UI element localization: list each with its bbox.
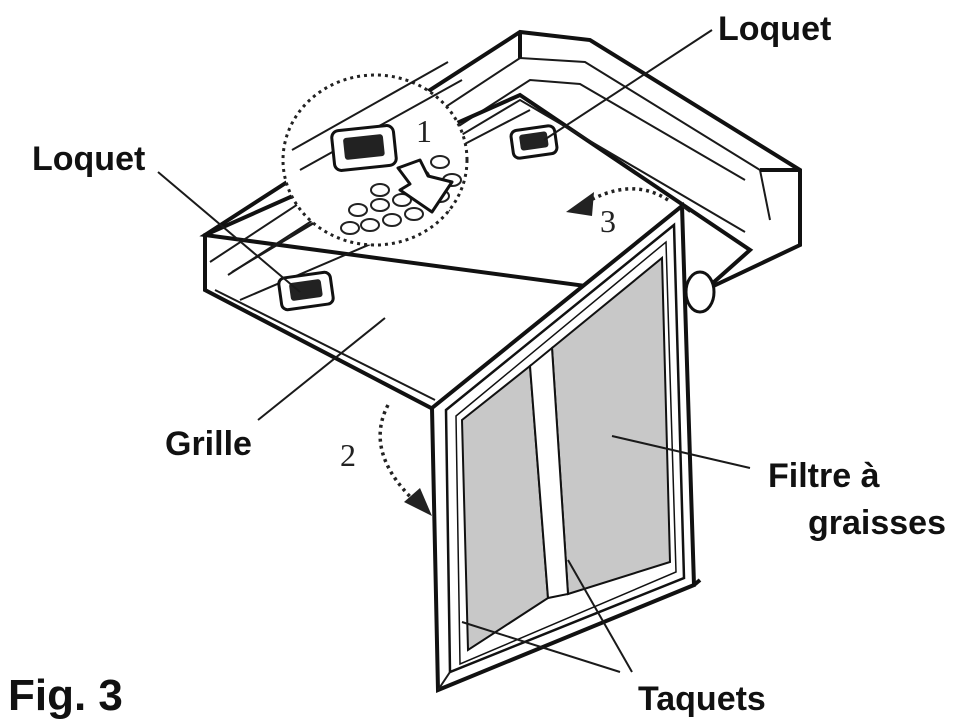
filter-divider xyxy=(528,345,570,600)
leader-loquet-top xyxy=(543,29,713,141)
hood-knob xyxy=(684,270,716,314)
arrow-step-2 xyxy=(378,404,432,516)
figure-caption: Fig. 3 xyxy=(8,671,123,720)
step-number-1: 1 xyxy=(416,113,432,149)
step-number-2: 2 xyxy=(340,437,356,473)
filter-tab-rail xyxy=(437,671,451,691)
label-filtre-line2: graisses xyxy=(808,504,946,542)
label-taquets: Taquets xyxy=(638,680,766,718)
grease-filter xyxy=(429,201,702,693)
label-filtre-line1: Filtre à xyxy=(768,457,880,495)
arrow-step-3 xyxy=(566,187,669,216)
latch-left xyxy=(277,270,335,312)
leader-loquet-left xyxy=(157,171,301,293)
filter-side-thickness xyxy=(692,578,702,587)
leader-grille xyxy=(257,317,386,421)
label-grille: Grille xyxy=(165,425,252,463)
leader-filtre xyxy=(611,435,751,469)
latch-detail xyxy=(330,124,398,172)
detail-zoom-circle xyxy=(281,61,469,247)
grille-front-edge xyxy=(214,289,436,401)
leader-taquets-1 xyxy=(461,621,621,673)
filter-edge-right xyxy=(681,205,691,213)
label-loquet-left: Loquet xyxy=(32,140,145,178)
step-number-3: 3 xyxy=(600,203,616,239)
leader-taquets-2 xyxy=(567,559,633,673)
label-loquet-top: Loquet xyxy=(718,10,831,48)
push-arrow-icon xyxy=(396,158,454,214)
latch-top-right xyxy=(509,124,559,160)
